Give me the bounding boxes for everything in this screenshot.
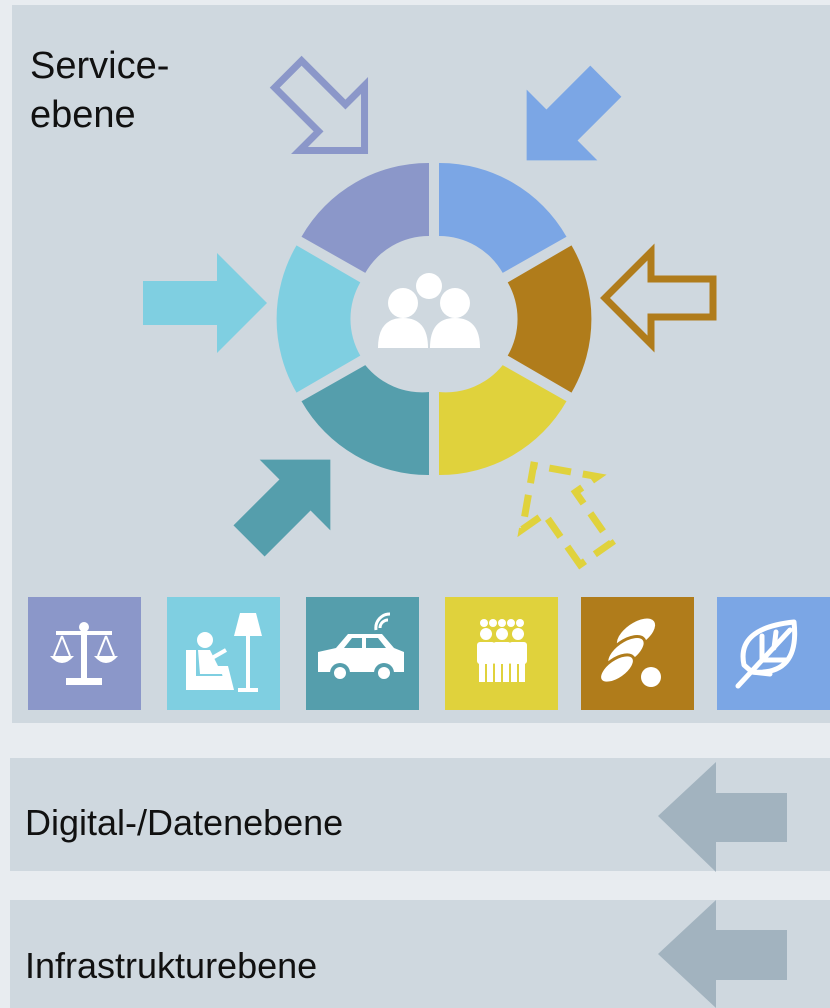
wheel-segment-yellow (439, 365, 567, 476)
digital-layer-title: Digital-/Datenebene (25, 802, 344, 843)
service-wheel (276, 162, 592, 476)
wheel-segment-brown (507, 245, 592, 393)
connected-car-icon (318, 612, 404, 683)
infrastructure-layer-arrow-icon (658, 900, 787, 1008)
arrow-yellow-dashed-icon (517, 461, 617, 570)
icon-tile-car (306, 597, 419, 710)
arrow-brown-outline-icon (600, 243, 717, 353)
wheel-segment-blue (439, 162, 567, 273)
arrow-purple-outline-icon (269, 55, 369, 155)
arrow-blue-filled-icon (526, 65, 622, 161)
icon-tile-scales (28, 597, 141, 710)
arrow-cyan-filled-icon (143, 253, 267, 353)
arrow-teal-filled-icon (233, 459, 331, 557)
icon-tile-coins (581, 597, 694, 710)
coins-icon (598, 618, 661, 687)
icon-tile-leaf (717, 597, 830, 710)
wheel-segment-cyan (276, 245, 361, 393)
reading-chair-lamp-icon (186, 613, 262, 692)
wheel-segment-purple (301, 162, 429, 273)
leaf-icon (735, 619, 798, 689)
users-group-icon (378, 273, 480, 348)
digital-layer-arrow-icon (658, 762, 787, 872)
scales-icon (50, 622, 118, 685)
wheel-center (361, 238, 507, 384)
icon-tile-people (445, 597, 558, 710)
wheel-segment-teal (301, 365, 429, 476)
service-layer-title: Service- ebene (30, 45, 170, 137)
infrastructure-layer-title: Infrastrukturebene (25, 945, 318, 986)
people-group-icon (477, 619, 527, 682)
icon-tile-reading (167, 597, 280, 710)
